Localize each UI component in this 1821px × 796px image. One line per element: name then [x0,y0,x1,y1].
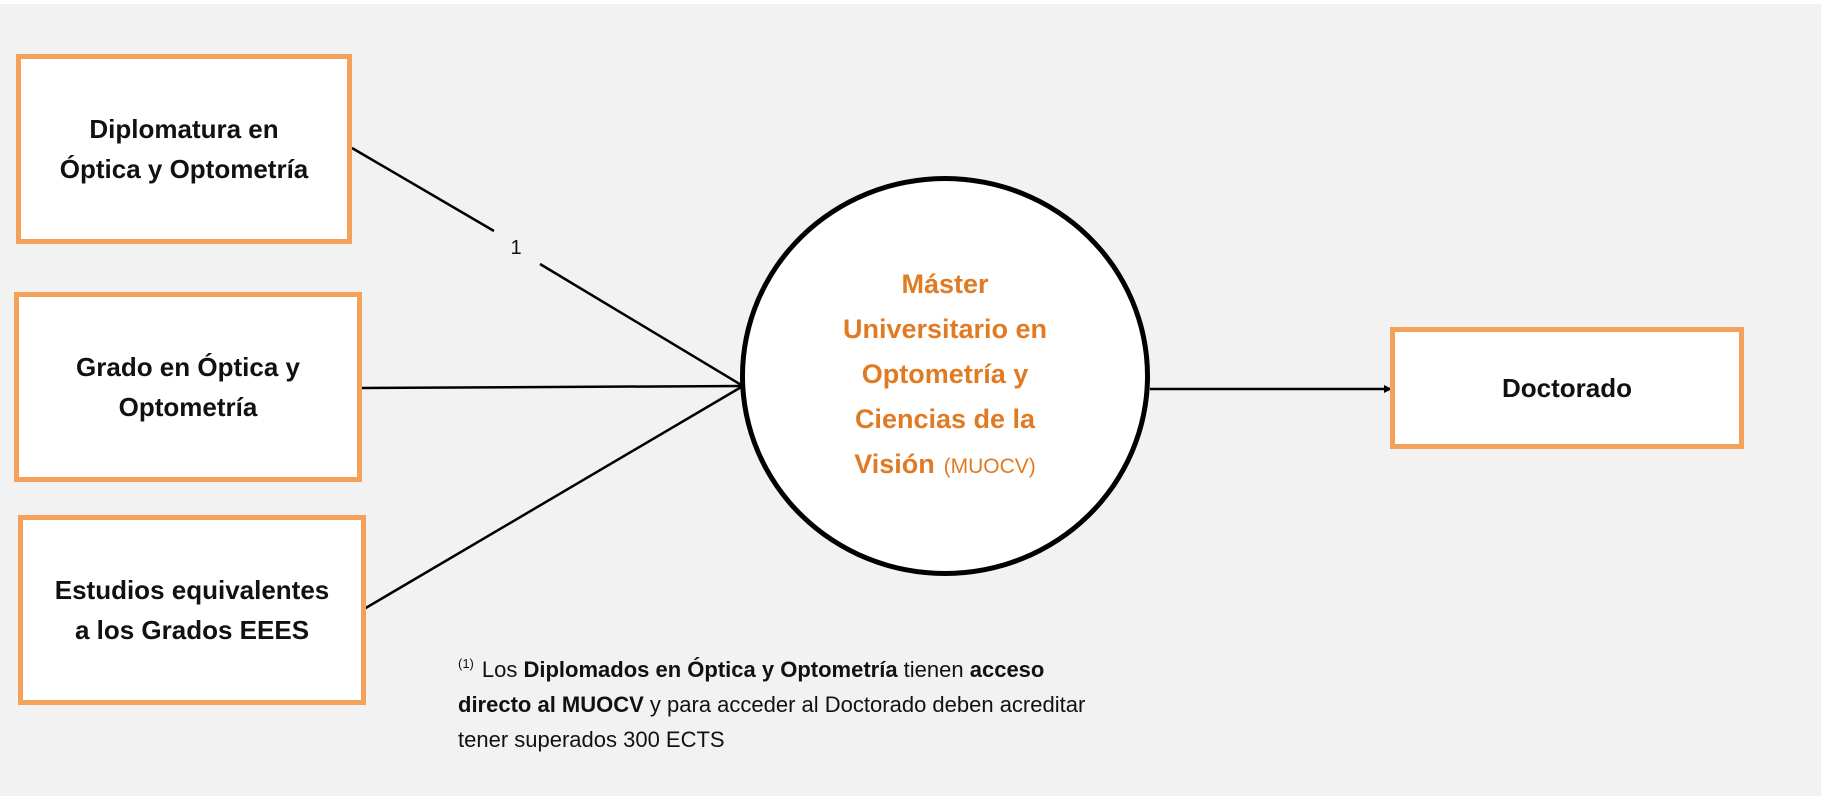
box-grado-label: Grado en Óptica y Optometría [76,352,300,422]
line-estudios [363,384,744,611]
box-diplomatura-label: Diplomatura en Óptica y Optometría [59,114,309,184]
line-diplomatura-lower [539,262,744,388]
box-estudios-label: Estudios equivalentes a los Grados EEES [54,575,330,645]
box-diplomatura: Diplomatura en Óptica y Optometría [16,54,352,244]
master-circle: Máster Universitario en Optometría y Cie… [740,176,1150,576]
line-diplomatura-upper [351,146,495,233]
footnote-bold-1: Diplomados en Óptica y Optometría [523,657,898,682]
footnote-bold-2: acceso directo al MUOCV [458,657,1045,717]
master-abbrev: (MUOCV) [943,454,1036,478]
footnote-text-3: y para acceder al Doctorado deben acredi… [458,692,1086,752]
edge-label-1: 1 [510,237,522,259]
master-title: Máster Universitario en Optometría y Cie… [842,268,1048,479]
box-estudios: Estudios equivalentes a los Grados EEES [18,515,366,705]
footnote-text-1: Los [481,657,524,682]
master-circle-text: Máster Universitario en Optometría y Cie… [843,264,1047,489]
box-doctorado: Doctorado [1390,327,1744,449]
footnote-text-2: tienen [897,657,970,682]
box-doctorado-label: Doctorado [1502,373,1632,403]
box-grado: Grado en Óptica y Optometría [14,292,362,482]
footnote-marker: (1) [458,656,474,671]
footnote: (1) Los Diplomados en Óptica y Optometría… [458,646,1098,757]
line-grado [361,384,744,390]
